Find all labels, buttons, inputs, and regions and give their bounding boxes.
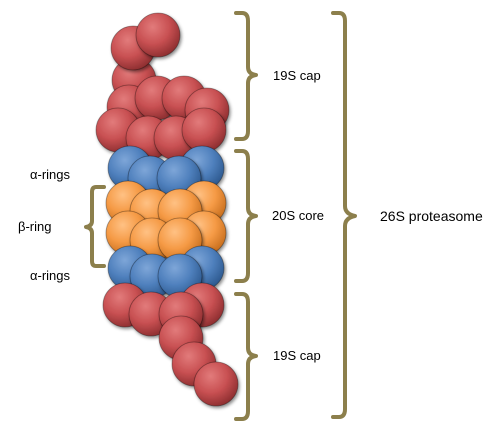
proteasome-label: 26S proteasome	[380, 208, 483, 224]
subunit-spheres	[95, 12, 239, 407]
beta-ring-label: β-ring	[18, 219, 52, 234]
cap-subunit	[193, 361, 239, 407]
core-bracket	[234, 149, 258, 283]
beta-ring-bracket	[84, 185, 106, 268]
alpha-rings-bottom-label: α-rings	[30, 268, 71, 283]
cap-top-label: 19S cap	[273, 68, 321, 83]
cap-bottom-label: 19S cap	[273, 348, 321, 363]
cap-bottom-bracket	[234, 292, 258, 421]
alpha-rings-top-label: α-rings	[30, 167, 71, 182]
proteasome-bracket	[331, 11, 357, 419]
cap-subunit	[181, 107, 227, 153]
core-label: 20S core	[272, 208, 325, 223]
cap-top-bracket	[234, 11, 258, 141]
cap-subunit	[135, 12, 181, 58]
